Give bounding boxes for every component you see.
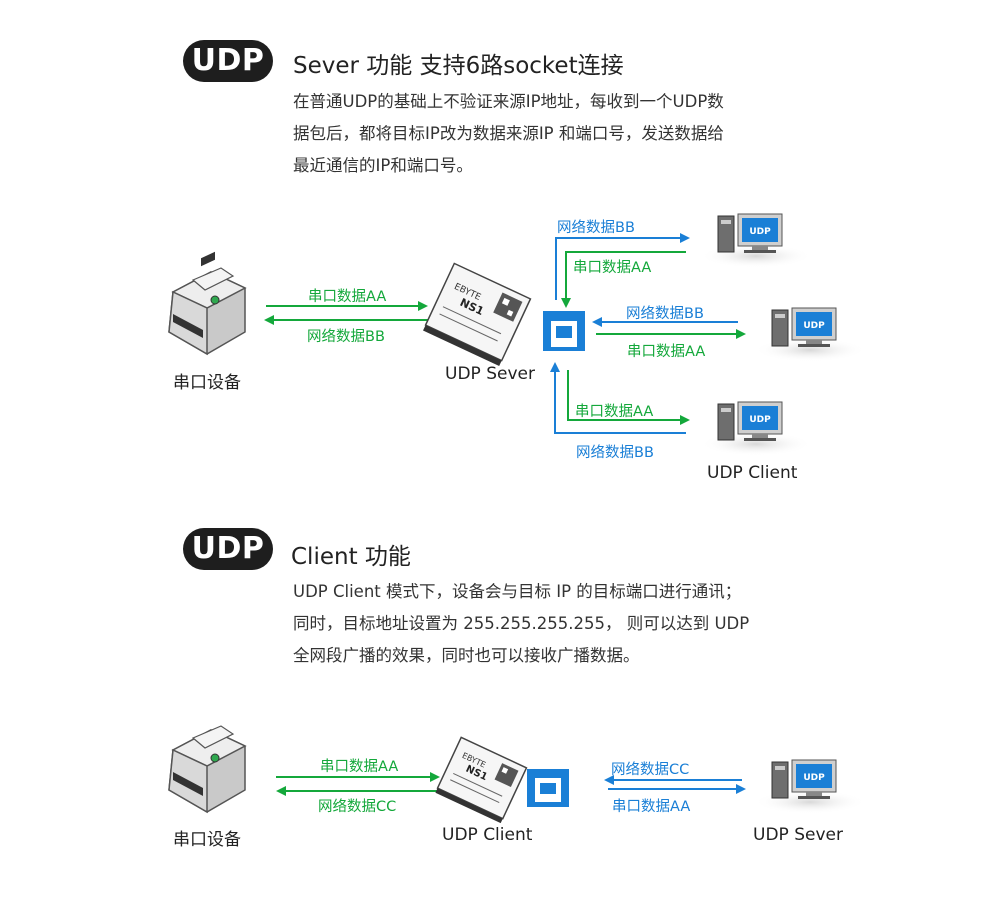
mid-label-net-bb: 网络数据BB bbox=[626, 306, 704, 322]
description-line: 据包后，都将目标IP改为数据来源IP 和端口号，发送数据给 bbox=[293, 124, 724, 143]
section-title: Client 功能 bbox=[291, 544, 411, 570]
description-line: 在普通UDP的基础上不验证来源IP地址，每收到一个UDP数 bbox=[293, 92, 724, 111]
section-title: Sever 功能 支持6路socket连接 bbox=[293, 53, 624, 79]
pc-screen-text: UDP bbox=[749, 227, 771, 237]
pc-screen-text: UDP bbox=[749, 415, 771, 425]
arrow-label-net-cc: 网络数据CC bbox=[318, 799, 397, 815]
description-line: 全网段广播的效果，同时也可以接收广播数据。 bbox=[293, 646, 640, 665]
section-description: UDP Client 模式下，设备会与目标 IP 的目标端口进行通讯； 同时，目… bbox=[293, 576, 749, 672]
chip-brand-text: EBYTE bbox=[461, 751, 487, 770]
pc-screen-text: UDP bbox=[803, 773, 825, 783]
description-line: 最近通信的IP和端口号。 bbox=[293, 156, 473, 175]
arrow-label-net-cc: 网络数据CC bbox=[611, 762, 690, 778]
mid-label-serial-aa: 串口数据AA bbox=[627, 344, 706, 360]
bot-label-serial-aa: 串口数据AA bbox=[575, 404, 654, 420]
serial-device-label: 串口设备 bbox=[173, 373, 241, 393]
arrow-label-serial-aa: 串口数据AA bbox=[320, 759, 399, 775]
bot-label-net-bb: 网络数据BB bbox=[576, 445, 654, 461]
pc-screen-text: UDP bbox=[803, 321, 825, 331]
top-label-serial-aa: 串口数据AA bbox=[573, 260, 652, 276]
chip-model-text: NS1 bbox=[458, 296, 486, 318]
udp-client-module-label: UDP Client bbox=[442, 825, 533, 845]
udp-badge: UDP bbox=[183, 528, 273, 570]
arrow-label-serial-aa: 串口数据AA bbox=[612, 799, 691, 815]
udp-sever-module-label: UDP Sever bbox=[445, 364, 535, 384]
arrow-label-net-bb: 网络数据BB bbox=[307, 329, 385, 345]
arrow-label-serial-aa: 串口数据AA bbox=[308, 289, 387, 305]
serial-device-label: 串口设备 bbox=[173, 830, 241, 850]
udp-badge: UDP bbox=[183, 40, 273, 82]
chip-model-text: NS1 bbox=[464, 764, 489, 784]
description-line: UDP Client 模式下，设备会与目标 IP 的目标端口进行通讯； bbox=[293, 582, 742, 601]
section-description: 在普通UDP的基础上不验证来源IP地址，每收到一个UDP数 据包后，都将目标IP… bbox=[293, 86, 724, 182]
top-label-net-bb: 网络数据BB bbox=[557, 220, 635, 236]
udp-client-label: UDP Client bbox=[707, 463, 798, 483]
chip-brand-text: EBYTE bbox=[452, 282, 482, 303]
udp-sever-label: UDP Sever bbox=[753, 825, 843, 845]
description-line: 同时，目标地址设置为 255.255.255.255， 则可以达到 UDP bbox=[293, 614, 750, 633]
